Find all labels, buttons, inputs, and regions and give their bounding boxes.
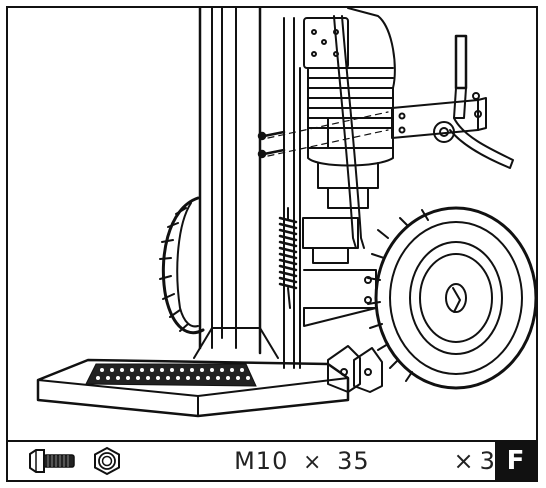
quantity: × 3 [454, 447, 495, 475]
bolt-length: 35 [337, 447, 370, 475]
bolt-spec: M10 × 35 [234, 447, 439, 475]
base-plate [36, 327, 350, 418]
right-wheel [367, 206, 536, 390]
spec-times-sign: × [302, 450, 323, 475]
bolt-size: M10 [234, 447, 289, 475]
assembly-drawing [36, 8, 536, 418]
hex-bolt-icon [29, 449, 75, 473]
parts-icons [26, 446, 202, 476]
axle-frame [303, 269, 377, 327]
handle-bracket [391, 34, 514, 169]
qty-times-sign: × [453, 447, 474, 475]
spring [278, 207, 298, 309]
motor [302, 8, 396, 264]
left-wheel [159, 196, 205, 335]
parts-footer: M10 × 35 × 3 F [8, 440, 537, 480]
diagram-frame: M10 × 35 × 3 F [6, 6, 538, 482]
tow-brackets [327, 345, 383, 393]
grating [85, 363, 257, 387]
mounting-bolts [257, 111, 389, 159]
hex-nut-icon [94, 446, 120, 476]
step-letter-badge: F [494, 442, 537, 480]
column-beam [198, 8, 301, 369]
qty-value: 3 [479, 447, 495, 475]
